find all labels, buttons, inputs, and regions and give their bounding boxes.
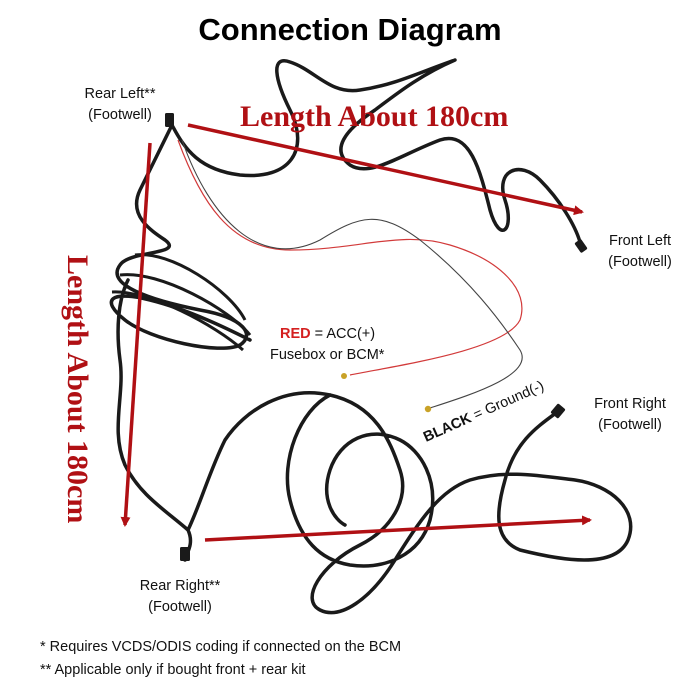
front-left-label: Front Left (Footwell) xyxy=(590,231,690,273)
rear-right-connector xyxy=(180,547,190,561)
horizontal-length-label: Length About 180cm xyxy=(240,100,508,133)
red-wire xyxy=(177,139,523,376)
red-keyword: RED xyxy=(280,326,311,342)
black-keyword: BLACK xyxy=(421,410,474,445)
footnote-bcm-coding: * Requires VCDS/ODIS coding if connected… xyxy=(40,639,402,655)
horizontal-length-arrow xyxy=(187,123,584,216)
diagram-title: Connection Diagram xyxy=(198,12,502,47)
black-wire xyxy=(181,139,523,409)
front-left-name: Front Left xyxy=(608,233,672,249)
red-wire-destination: Fusebox or BCM* xyxy=(270,347,385,363)
footnote-front-rear-kit: ** Applicable only if bought front + rea… xyxy=(40,662,306,678)
rear-right-location: (Footwell) xyxy=(148,599,212,615)
rear-right-label: Rear Right** (Footwell) xyxy=(120,576,240,618)
vertical-length-arrow xyxy=(120,142,152,527)
front-left-connector xyxy=(574,239,588,253)
lower-length-arrow xyxy=(204,515,592,542)
harness-coil xyxy=(111,253,252,352)
rear-right-name: Rear Right** xyxy=(139,578,221,594)
rear-left-connector xyxy=(165,113,174,127)
red-description: = ACC(+) xyxy=(311,326,375,342)
rear-left-name: Rear Left** xyxy=(84,86,156,102)
front-left-location: (Footwell) xyxy=(608,254,672,270)
ground-terminal xyxy=(424,405,432,413)
harness-cable xyxy=(109,58,633,615)
acc-terminal xyxy=(341,373,347,379)
rear-left-label: Rear Left** (Footwell) xyxy=(60,84,180,126)
black-description: = Ground(-) xyxy=(467,378,546,425)
front-right-location: (Footwell) xyxy=(598,417,662,433)
front-right-label: Front Right (Footwell) xyxy=(580,394,680,436)
rear-left-location: (Footwell) xyxy=(88,107,152,123)
front-right-connector xyxy=(550,403,566,419)
vertical-length-label: Length About 180cm xyxy=(61,255,94,523)
red-wire-label: RED = ACC(+) xyxy=(280,326,375,342)
front-right-name: Front Right xyxy=(594,396,666,412)
